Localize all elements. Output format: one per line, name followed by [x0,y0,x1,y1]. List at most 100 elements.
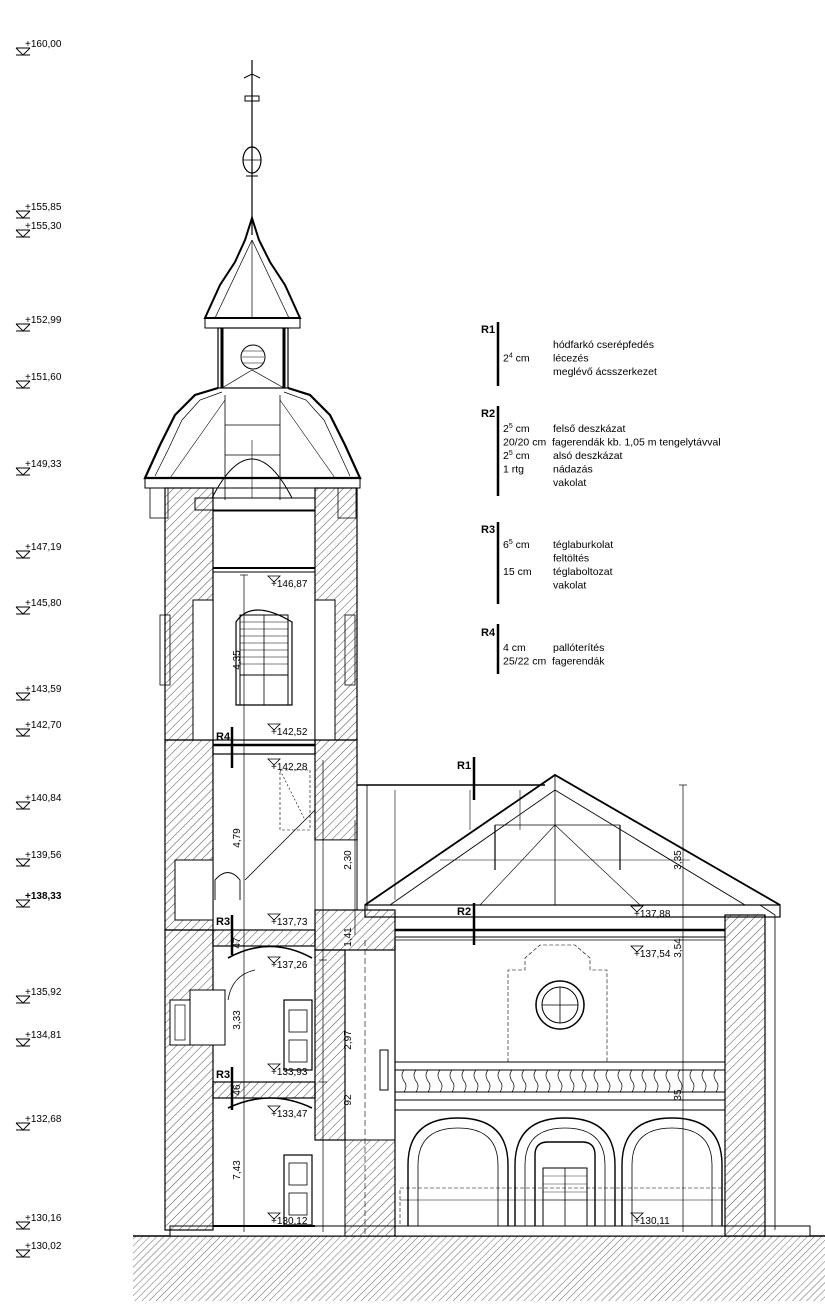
level-marker-icon [15,1249,31,1258]
level-marker-icon [15,692,31,701]
section-label: R3 [216,1069,230,1081]
dimension-label: 46 [232,1084,243,1096]
level-label: +155,85 [25,202,62,213]
level-marker-icon [267,575,281,583]
level-label: +130,02 [25,1241,62,1252]
legend-thickness: 1 rtg [503,464,524,476]
legend-title: R2 [481,408,495,420]
inner-level-label: +137,54 [634,949,671,960]
dimension-label: 4,35 [232,650,243,670]
legend-description: téglaboltozat [553,566,613,578]
level-marker-icon [15,323,31,332]
dimension-label: 47 [232,937,243,949]
legend-thickness: 24 cm [503,353,530,365]
section-label: R2 [457,906,471,918]
level-marker-icon [15,467,31,476]
dimension-lines [240,574,687,1232]
level-marker-icon [15,606,31,615]
level-marker-icon [15,229,31,238]
legend-description: feltöltés [553,553,589,565]
level-label: +135,92 [25,987,62,998]
level-marker-icon [267,1063,281,1071]
level-marker-icon [15,899,31,908]
level-marker-icon [15,210,31,219]
inner-level-label: +137,73 [271,917,308,928]
legend-description: alsó deszkázat [553,450,623,462]
tower [143,60,396,1231]
level-marker-icon [15,728,31,737]
level-marker-icon [15,1122,31,1131]
dimension-label: 35 [673,1089,684,1101]
legend-description: pallóterítés [553,642,604,654]
level-label: +152,99 [25,315,62,326]
legend-thickness: 20/20 cm [503,437,546,449]
inner-level-label: +146,87 [271,579,308,590]
level-label: +160,00 [25,39,62,50]
level-label: +155,30 [25,221,62,232]
level-marker-icon [267,1105,281,1113]
inner-level-label: +137,26 [271,960,308,971]
level-label: +132,68 [25,1114,62,1125]
legend-description: felső deszkázat [553,423,625,435]
dimension-label: 7,43 [232,1160,243,1180]
level-label: +134,81 [25,1030,62,1041]
legend-title: R4 [481,627,496,639]
level-marker-icon [630,905,644,913]
hall [344,773,781,1237]
dimension-label: 3,33 [232,1010,243,1030]
level-label: +149,33 [25,459,62,470]
legend-thickness: 25 cm [503,450,530,462]
level-label: +145,80 [25,598,62,609]
level-marker-icon [267,956,281,964]
legend-thickness: 65 cm [503,539,530,551]
legend-description: nádazás [553,464,593,476]
dimension-label: 3,35 [673,850,684,870]
level-marker-icon [267,1212,281,1220]
level-marker-icon [15,1221,31,1230]
level-label: +130,16 [25,1213,62,1224]
inner-level-label: +142,28 [271,762,308,773]
dimension-label: 3,54 [673,938,684,958]
dimension-label: 2,97 [343,1030,354,1050]
level-marker-icon [15,995,31,1004]
level-marker-icon [630,1212,644,1220]
level-label: +140,84 [25,793,62,804]
inner-level-texts: +146,87+142,52+142,28+137,73+137,26+133,… [271,579,671,1227]
dimension-label: 4,79 [232,828,243,848]
legend-description: vakolat [553,477,586,489]
legend-title: R3 [481,524,495,536]
legend-title: R1 [481,324,495,336]
legend-description: vakolat [553,580,586,592]
level-label: +147,19 [25,542,62,553]
section-label: R3 [216,916,230,928]
level-marker-icon [15,801,31,810]
legend-thickness: 4 cm [503,642,526,654]
level-label: +143,59 [25,684,62,695]
legend-description: hódfarkó cserépfedés [553,339,654,351]
section-label: R1 [457,760,471,772]
level-label: +151,60 [25,372,62,383]
legend-description: lécezés [553,353,589,365]
level-marker-icon [630,945,644,953]
inner-level-label: +133,47 [271,1109,308,1120]
level-marker-icon [15,550,31,559]
legend-description: meglévő ácsszerkezet [553,366,657,378]
legend-description: fagerendák kb. 1,05 m tengelytávval [552,437,721,449]
legend-thickness: 25 cm [503,423,530,435]
level-marker-icon [15,47,31,56]
level-texts: +160,00 +155,85 +155,30 +152,99 +151,60 +149,… [25,39,62,1252]
dim-texts: 4,354,792,301,41473,332,9746923,353,5435… [232,650,684,1180]
level-marker-icon [267,913,281,921]
level-marker-icon [15,1038,31,1047]
legend: R1 hódfarkó cserépfedés 24 cm lécezésmeglév… [481,324,721,668]
legend-thickness: 15 cm [503,566,532,578]
inner-level-label: +130,11 [634,1216,670,1227]
level-marker-icon [15,858,31,867]
inner-level-label: +133,93 [271,1067,308,1078]
level-label: +139,56 [25,850,62,861]
dimension-label: 1,41 [343,927,354,947]
section-label: R4 [216,731,231,743]
level-marker-icon [267,723,281,731]
